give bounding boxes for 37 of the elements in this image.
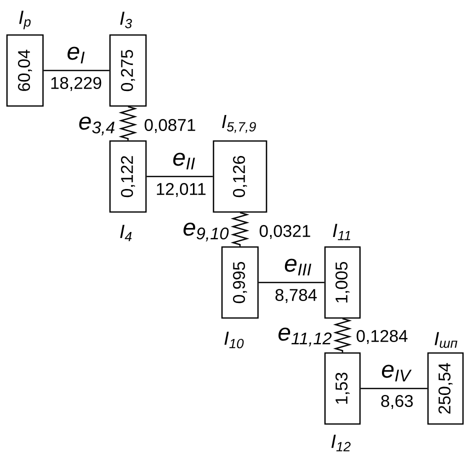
- edge-label: e$_{11,12}$: [276, 326, 334, 348]
- spring: [230, 212, 250, 246]
- value-box: 1,53: [324, 352, 361, 425]
- value-label: 8,784: [274, 288, 318, 304]
- value-label: 18,229: [49, 76, 103, 92]
- spring: [333, 318, 352, 352]
- value-box: 60,04: [6, 34, 44, 107]
- symbol-label: I$_{р}$: [19, 10, 31, 30]
- connector-line: [258, 282, 324, 284]
- connector-line: [146, 176, 213, 178]
- connector-line: [360, 388, 428, 390]
- edge-label: e$_{III}$: [283, 258, 313, 276]
- edge-label: e$_{IV}$: [380, 364, 412, 382]
- symbol-label: I$_{11}$: [332, 224, 350, 240]
- value-label: 8,63: [379, 394, 415, 410]
- edge-label: e$_{9,10}$: [182, 222, 230, 242]
- symbol-label: I$_{10}$: [224, 332, 244, 348]
- value-label: 12,011: [154, 182, 208, 198]
- value-box: 0,995: [221, 246, 259, 319]
- value-box: 0,275: [109, 34, 147, 107]
- symbol-label: I$_{12}$: [331, 434, 351, 452]
- symbol-label: I$_{шп}$: [434, 332, 458, 348]
- value-label: 0,1284: [355, 328, 409, 346]
- value-label: 0,0321: [258, 224, 312, 240]
- symbol-label: I$_{3}$: [120, 12, 132, 28]
- value-label: 0,0871: [143, 118, 197, 134]
- value-box: 0,126: [212, 140, 268, 213]
- symbol-label: I$_{4}$: [120, 224, 132, 242]
- value-box: 1,005: [324, 246, 361, 319]
- symbol-label: I$_{5,7,9}$: [222, 114, 256, 134]
- edge-label: e$_{II}$: [171, 152, 197, 170]
- edge-label: e$_{I}$: [66, 46, 86, 64]
- connector-line: [44, 70, 110, 72]
- spring: [118, 106, 138, 140]
- value-box: 250,54: [427, 352, 464, 425]
- edge-label: e$_{3,4}$: [77, 116, 117, 136]
- value-box: 0,122: [109, 140, 147, 213]
